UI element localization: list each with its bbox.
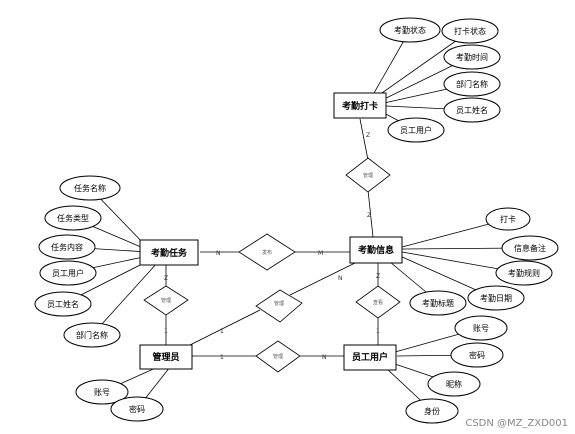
attribute-employee-1: 密码: [450, 342, 504, 368]
attribute-task-5: 部门名称: [63, 322, 121, 348]
attribute-label: 打卡: [500, 214, 516, 224]
entity-label: 考勤信息: [358, 244, 394, 256]
cardinality-label: 1: [220, 354, 224, 361]
attribute-punch-3: 部门名称: [443, 71, 501, 97]
attribute-label: 员工姓名: [47, 299, 79, 309]
cardinality-labels: Z Z N M Z 1 1 N Z 1 1 N: [164, 132, 380, 361]
relationship-admin-info: 管理: [255, 289, 303, 323]
attribute-info-4: 考勤标题: [409, 290, 467, 316]
attribute-punch-1: 打卡状态: [441, 18, 499, 44]
attribute-label: 考勤状态: [394, 25, 426, 35]
attribute-label: 员工姓名: [456, 105, 488, 115]
entity-admin: 管理员: [139, 344, 193, 370]
attribute-label: 任务内容: [51, 242, 83, 252]
attribute-employee-2: 昵称: [427, 371, 481, 397]
attribute-admin-0: 账号: [75, 379, 129, 405]
cardinality-label: 1: [376, 328, 380, 335]
attribute-label: 任务名称: [74, 183, 106, 193]
relationship-label: 管理: [161, 297, 171, 304]
entity-label: 管理员: [152, 351, 179, 363]
attribute-label: 员工用户: [52, 268, 84, 278]
cardinality-label: M: [318, 250, 323, 257]
cardinality-label: Z: [367, 212, 371, 219]
relationship-punch-info: 管理: [345, 157, 391, 193]
cardinality-label: 1: [164, 328, 168, 335]
cardinality-label: Z: [376, 273, 380, 280]
attribute-punch-2: 考勤时间: [443, 44, 501, 70]
attribute-label: 部门名称: [76, 330, 108, 340]
attribute-punch-0: 考勤状态: [379, 17, 441, 43]
attribute-info-2: 考勤规则: [495, 260, 553, 286]
attribute-label: 账号: [94, 388, 110, 397]
attribute-task-0: 任务名称: [59, 175, 121, 201]
relationship-label: 管理: [274, 300, 284, 307]
attribute-label: 考勤规则: [508, 268, 540, 278]
attribute-label: 任务类型: [57, 213, 89, 223]
attribute-label: 考勤时间: [456, 52, 488, 62]
entity-attendance-task: 考勤任务: [139, 239, 199, 266]
relationship-label: 发布: [262, 249, 272, 256]
entity-label: 员工用户: [352, 351, 388, 363]
attribute-task-1: 任务类型: [44, 205, 102, 231]
entity-label: 考勤打卡: [342, 100, 378, 112]
attribute-label: 账号: [473, 324, 489, 333]
attribute-employee-3: 身份: [405, 398, 459, 424]
relationship-admin-employee: 管理: [255, 340, 301, 373]
attribute-info-1: 信息备注: [501, 235, 559, 261]
attribute-label: 考勤日期: [480, 293, 512, 303]
relationship-task-info: 发布: [238, 233, 296, 271]
attribute-label: 密码: [129, 404, 145, 414]
cardinality-label: 1: [220, 328, 224, 335]
attribute-task-4: 员工姓名: [34, 291, 92, 317]
entity-attendance-info: 考勤信息: [349, 236, 403, 264]
attribute-punch-5: 员工用户: [387, 117, 445, 143]
cardinality-label: Z: [164, 275, 168, 282]
watermark: CSDN @MZ_ZXD001: [465, 418, 568, 429]
cardinality-label: N: [338, 275, 343, 282]
attribute-label: 身份: [424, 406, 440, 416]
attribute-label: 密码: [469, 350, 485, 360]
attribute-label: 打卡状态: [454, 26, 486, 36]
relationship-edges: [165, 118, 379, 357]
relationship-info-employee: 查看: [355, 285, 401, 319]
attribute-employee-0: 账号: [454, 315, 508, 341]
attribute-label: 信息备注: [514, 243, 546, 253]
attribute-admin-1: 密码: [110, 396, 164, 422]
attribute-info-0: 打卡: [485, 207, 531, 231]
relationship-label: 查看: [373, 299, 383, 306]
cardinality-label: N: [322, 354, 327, 361]
relationship-label: 管理: [273, 353, 283, 360]
attribute-info-3: 考勤日期: [467, 285, 525, 311]
relationship-task-admin: 管理: [143, 285, 189, 316]
cardinality-label: Z: [366, 132, 370, 139]
attribute-task-2: 任务内容: [38, 234, 96, 260]
entity-attendance-punch: 考勤打卡: [333, 92, 387, 119]
attribute-label: 员工用户: [400, 125, 432, 135]
attribute-label: 部门名称: [456, 79, 488, 89]
relationship-label: 管理: [363, 172, 373, 179]
attribute-label: 考勤标题: [422, 298, 454, 308]
entity-employee-user: 员工用户: [343, 344, 397, 371]
entity-label: 考勤任务: [151, 247, 188, 259]
attribute-label: 昵称: [446, 379, 462, 389]
cardinality-label: N: [216, 250, 221, 257]
attribute-punch-4: 员工姓名: [443, 97, 501, 123]
attribute-task-3: 员工用户: [39, 260, 97, 286]
